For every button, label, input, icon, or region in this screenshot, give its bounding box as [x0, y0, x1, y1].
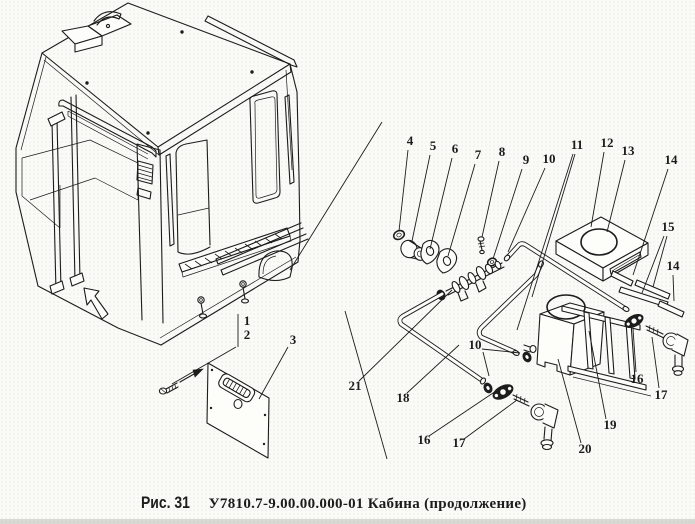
callout-label-15-14: 15: [662, 219, 676, 234]
door-panel-handle: [218, 373, 256, 403]
callout-label-1-0: 1: [244, 313, 251, 328]
callout-label-4-3: 4: [407, 133, 414, 148]
sill-studs: [197, 280, 250, 319]
callout-label-16-21: 16: [418, 432, 432, 447]
leader-line: [557, 358, 582, 444]
ring-4: [392, 229, 406, 241]
leader-line: [481, 160, 500, 238]
callout-label-19-18: 19: [604, 417, 618, 432]
cab-roof: [41, 2, 292, 156]
washer-7: [436, 248, 458, 274]
leader-line: [672, 274, 675, 302]
callout-label-10-20: 10: [469, 337, 482, 352]
elbow-valve-17-left: [512, 393, 559, 451]
bolt-8: [477, 236, 486, 255]
screw-1-2: [158, 382, 179, 395]
leader-line: [428, 390, 497, 437]
leader-line: [463, 399, 518, 440]
cab-left-wall: [15, 52, 162, 346]
tank-20: [523, 294, 605, 376]
roof-hatch: [61, 11, 132, 53]
callout-label-17-17: 17: [655, 387, 669, 402]
callout-label-13-12: 13: [622, 143, 636, 158]
leader-line: [482, 351, 490, 377]
leader-line: [492, 168, 523, 260]
cab-interior: [21, 139, 139, 229]
straps-14-15: [610, 270, 685, 318]
leader-line: [531, 153, 576, 298]
callout-label-12-11: 12: [601, 135, 614, 150]
frame-19: [561, 305, 652, 397]
leader-line: [632, 328, 637, 373]
callout-label-17-22: 17: [453, 435, 467, 450]
pipe-10: [503, 241, 630, 313]
roof-grab-rail: [204, 15, 298, 68]
center-pillar-door: [136, 139, 211, 324]
pipe-11: [476, 260, 544, 363]
leader-line: [590, 151, 605, 228]
leader-line: [358, 289, 453, 382]
callout-label-20-19: 20: [579, 441, 592, 456]
callout-label-3-2: 3: [290, 332, 297, 347]
scan-edge-artifact: [0, 519, 695, 524]
front-roof-rail: [58, 99, 157, 160]
flange-16-left: [492, 384, 514, 400]
leader-line: [507, 167, 546, 253]
callout-label-14-15: 14: [667, 258, 681, 273]
leader-line: [516, 153, 574, 331]
door-panel: [206, 362, 270, 459]
leader-line: [411, 154, 431, 242]
callout-label-2-1: 2: [244, 327, 251, 342]
washer-6: [420, 239, 440, 265]
leader-line: [398, 149, 409, 232]
figure-number: Рис. 31: [141, 493, 190, 512]
leader-line: [258, 346, 289, 400]
callout-label-21-24: 21: [349, 378, 362, 393]
hose-18: [397, 291, 493, 394]
cab-right-side: [249, 63, 301, 263]
cab-lower-front: [159, 222, 309, 346]
leader-line: [171, 346, 237, 385]
callout-label-16-16: 16: [631, 371, 645, 386]
callout-label-9-8: 9: [523, 152, 530, 167]
elbow-valve-17-right: [645, 324, 689, 376]
leader-line: [447, 163, 476, 257]
cab-direction-arrow: [83, 287, 109, 320]
callout-label-8-7: 8: [499, 144, 506, 159]
callout-label-5-4: 5: [430, 138, 437, 153]
leader-line: [429, 157, 453, 250]
leader-line: [406, 344, 460, 394]
leader-line: [652, 235, 668, 288]
callout-label-6-5: 6: [452, 141, 459, 156]
insertion-arrow: [179, 368, 204, 383]
flange-16-right: [624, 313, 644, 329]
leader-line: [588, 330, 607, 420]
leader-line: [606, 159, 626, 233]
figure-caption: Рис. 31 У7810.7-9.00.00.000-01 Кабина (п…: [141, 493, 661, 517]
callout-label-14-13: 14: [665, 152, 679, 167]
front-pillars: [47, 94, 85, 295]
leader-line: [481, 348, 521, 354]
callout-label-10-9: 10: [543, 151, 556, 166]
leader-line: [641, 235, 665, 294]
cab-drawing: [15, 2, 309, 346]
callout-label-7-6: 7: [475, 147, 482, 162]
leader-line: [344, 310, 388, 460]
callout-label-18-23: 18: [397, 390, 411, 405]
leader-line: [632, 168, 669, 276]
leader-line: [651, 336, 660, 389]
figure-title: У7810.7-9.00.00.000-01 Кабина (продолжен…: [208, 496, 527, 512]
leader-line: [289, 121, 383, 271]
callout-label-11-10: 11: [571, 137, 583, 152]
